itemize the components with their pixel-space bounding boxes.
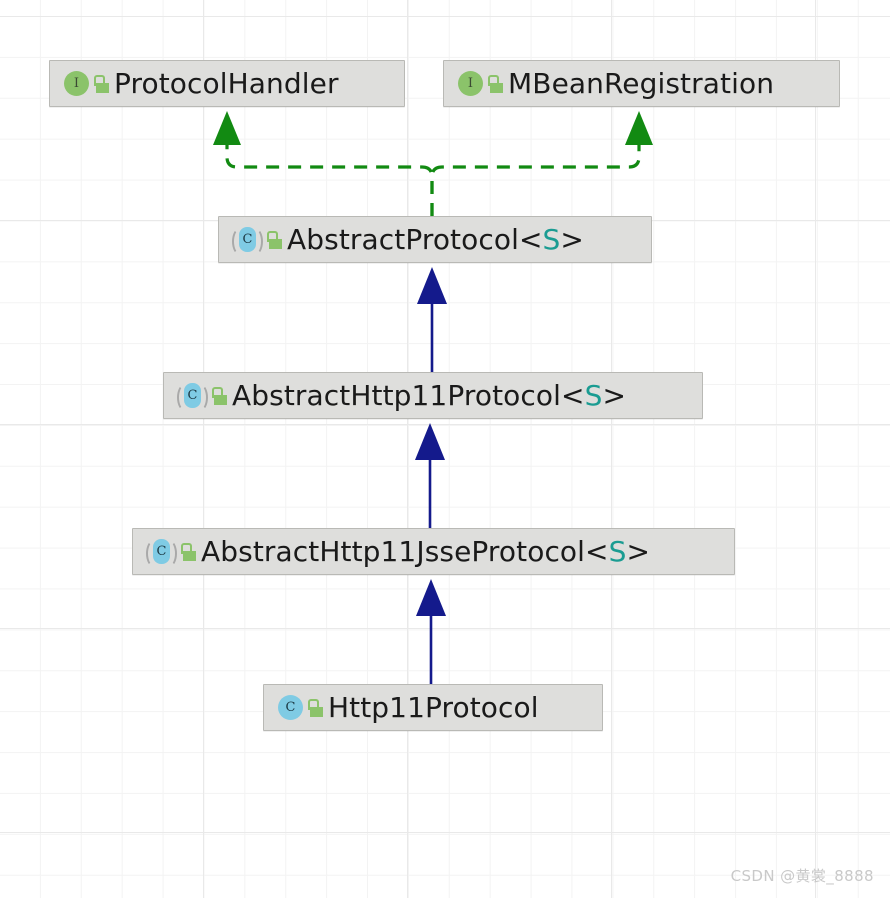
open-padlock-icon: [488, 74, 504, 93]
class-node-label: AbstractHttp11Protocol<S>: [228, 378, 626, 412]
abstract-class-icon: C: [177, 383, 208, 411]
node-icons: C: [146, 539, 197, 567]
generic-close: >: [626, 534, 651, 568]
open-padlock-icon: [308, 698, 324, 717]
edge-http11protocol-extends-abstracthttp11jsseprotocol: [416, 579, 446, 684]
generic-params: <S>: [561, 379, 626, 412]
class-node-abstract-protocol[interactable]: C AbstractProtocol<S>: [218, 216, 652, 263]
generic-params: <S>: [519, 223, 584, 256]
generic-open: <: [561, 378, 585, 412]
class-node-name: AbstractHttp11Protocol: [232, 378, 561, 412]
class-node-name: AbstractProtocol: [287, 222, 519, 256]
node-icons: I: [64, 71, 110, 96]
class-node-mbean-registration[interactable]: I MBeanRegistration: [443, 60, 840, 107]
edge-abstracthttp11jsseprotocol-extends-abstracthttp11protocol: [415, 423, 445, 528]
class-node-label: AbstractHttp11JsseProtocol<S>: [197, 534, 650, 568]
node-icons: C: [278, 695, 324, 720]
generic-params: <S>: [585, 535, 650, 568]
generic-close: >: [602, 378, 626, 412]
class-node-http11-protocol[interactable]: C Http11Protocol: [263, 684, 603, 731]
watermark-text: CSDN @黄裳_8888: [730, 867, 874, 885]
realization-arrowhead-left: [213, 111, 241, 145]
class-node-label: Http11Protocol: [328, 690, 539, 724]
realization-arrowhead-right: [625, 111, 653, 145]
open-padlock-icon: [181, 542, 197, 561]
generic-close: >: [560, 222, 584, 256]
class-node-abstract-http11-protocol[interactable]: C AbstractHttp11Protocol<S>: [163, 372, 703, 419]
open-padlock-icon: [267, 230, 283, 249]
class-node-label: AbstractProtocol<S>: [283, 222, 584, 256]
class-node-abstract-http11-jsse-protocol[interactable]: C AbstractHttp11JsseProtocol<S>: [132, 528, 735, 575]
interface-icon: I: [64, 71, 89, 96]
generalization-arrowhead-1: [417, 267, 447, 304]
class-node-protocol-handler[interactable]: I ProtocolHandler: [49, 60, 405, 107]
node-icons: C: [232, 227, 283, 255]
class-icon: C: [278, 695, 303, 720]
open-padlock-icon: [94, 74, 110, 93]
node-icons: I: [458, 71, 504, 96]
generic-type-param: S: [542, 222, 561, 256]
class-node-label: ProtocolHandler: [114, 66, 339, 100]
generalization-arrowhead-2: [415, 423, 445, 460]
class-node-label: MBeanRegistration: [508, 66, 775, 100]
generic-type-param: S: [584, 378, 603, 412]
generic-open: <: [585, 534, 609, 568]
edge-abstractprotocol-implements-mbeanregistration: [430, 111, 653, 216]
generic-open: <: [518, 222, 543, 256]
abstract-class-icon: C: [146, 539, 177, 567]
open-padlock-icon: [212, 386, 228, 405]
generic-type-param: S: [608, 534, 627, 568]
generalization-arrowhead-3: [416, 579, 446, 616]
abstract-class-icon: C: [232, 227, 263, 255]
class-node-name: AbstractHttp11JsseProtocol: [201, 534, 586, 568]
edge-abstracthttp11protocol-extends-abstractprotocol: [417, 267, 447, 372]
edge-abstractprotocol-implements-protocolhandler: [213, 111, 434, 216]
node-icons: C: [177, 383, 228, 411]
interface-icon: I: [458, 71, 483, 96]
